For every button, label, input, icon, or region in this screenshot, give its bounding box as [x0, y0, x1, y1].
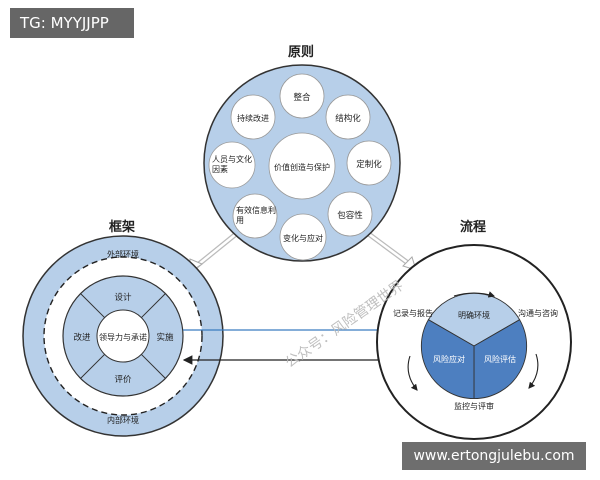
process-monitor-label: 监控与评审: [454, 401, 494, 411]
process-arrow-top: [453, 291, 496, 298]
framework-evaluation-label: 评价: [114, 375, 132, 385]
website-label: www.ertongjulebu.com: [402, 442, 586, 470]
svg-text:价值创造与保护: 价值创造与保护: [274, 162, 330, 172]
principle-item-continual-improvement: 持续改进: [230, 94, 276, 140]
svg-text:包容性: 包容性: [337, 210, 363, 221]
framework-external-label: 外部环境: [107, 249, 139, 259]
principle-item-customized: 定制化: [346, 140, 392, 186]
principle-item-human-factors: 人员与文化因素: [208, 141, 256, 189]
principle-item-best-information: 有效信息利用: [232, 193, 278, 239]
tag-label: TG: MYYJJPP: [10, 8, 134, 38]
svg-text:持续改进: 持续改进: [237, 113, 269, 123]
principle-item-integrated: 整合: [279, 73, 325, 119]
framework-title: 框架: [109, 219, 135, 235]
principle-item-structured: 结构化: [325, 94, 371, 140]
svg-text:变化与应对: 变化与应对: [283, 233, 323, 243]
process-arrow-right: [528, 353, 539, 389]
principles-title: 原则: [288, 44, 314, 60]
framework-implementation-label: 实施: [156, 332, 174, 343]
principle-center: 价值创造与保护: [268, 132, 336, 200]
process-record-label: 记录与报告: [393, 308, 433, 318]
process-communicate-label: 沟通与咨询: [518, 308, 558, 318]
framework-improvement-label: 改进: [73, 332, 91, 343]
framework-design-label: 设计: [114, 292, 132, 303]
process-inner-pie: [420, 292, 528, 400]
framework-internal-label: 内部环境: [107, 415, 139, 425]
framework-center: [96, 309, 150, 363]
principle-item-inclusive: 包容性: [327, 191, 373, 237]
process-treatment-label: 风险应对: [433, 354, 465, 364]
process-arrow-left: [407, 355, 418, 391]
principle-item-dynamic: 变化与应对: [279, 213, 327, 261]
process-assessment-label: 风险评估: [484, 354, 516, 364]
svg-text:有效信息利用: 有效信息利用: [236, 205, 276, 225]
framework-center-label: 领导力与承诺: [99, 332, 147, 342]
process-scope-label: 明确环境: [458, 310, 490, 320]
svg-text:人员与文化因素: 人员与文化因素: [212, 154, 252, 174]
connector-arrow-left: [189, 232, 238, 273]
svg-text:整合: 整合: [293, 92, 311, 103]
svg-text:定制化: 定制化: [356, 159, 382, 170]
connector-arrow-right: [364, 229, 417, 271]
process-title: 流程: [460, 219, 486, 235]
svg-text:结构化: 结构化: [335, 113, 361, 124]
